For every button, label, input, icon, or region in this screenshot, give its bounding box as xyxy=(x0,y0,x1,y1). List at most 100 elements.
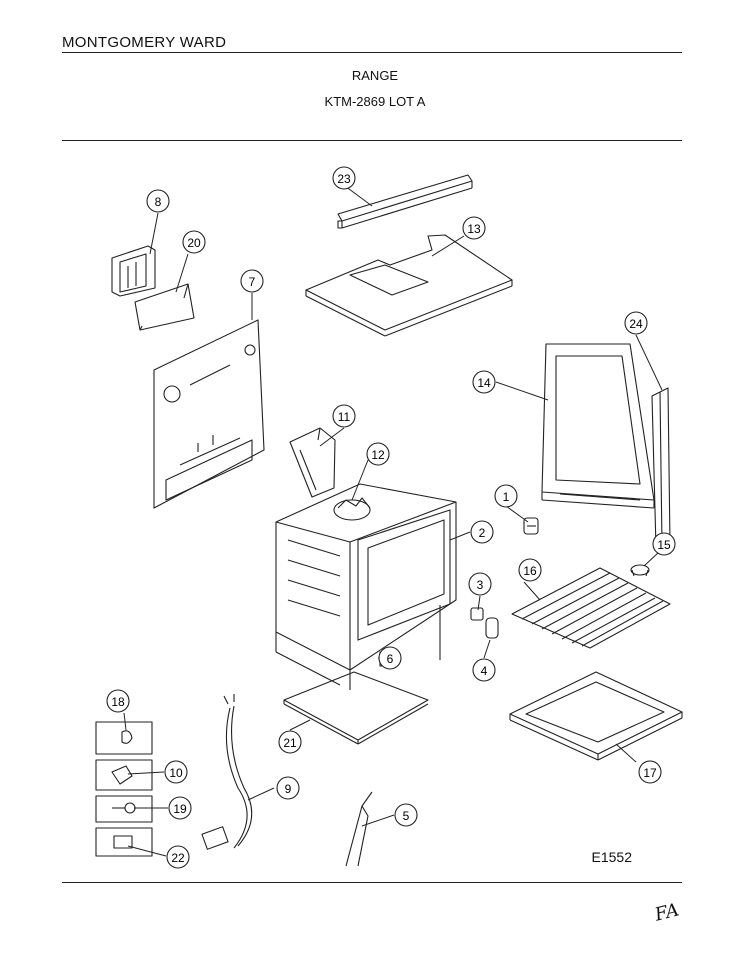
callout-12: 12 xyxy=(366,442,390,466)
callout-number: 14 xyxy=(477,376,491,390)
callout-number: 4 xyxy=(481,664,488,678)
callout-number: 10 xyxy=(169,766,183,780)
part-13-top-panel xyxy=(305,234,513,337)
callout-2: 2 xyxy=(470,520,494,544)
part-15-knob xyxy=(630,564,650,577)
callout-4: 4 xyxy=(472,658,496,682)
callout-circle xyxy=(166,845,190,869)
part-5-clip xyxy=(345,791,373,867)
brand-name: MONTGOMERY WARD xyxy=(62,34,227,51)
callout-number: 12 xyxy=(371,448,385,462)
callout-16: 16 xyxy=(518,558,542,582)
model-number: KTM-2869 LOT A xyxy=(324,94,426,109)
callout-circle xyxy=(366,442,390,466)
callout-circle xyxy=(472,658,496,682)
part-9-power-cord xyxy=(201,694,253,850)
callout-21: 21 xyxy=(278,730,302,754)
callout-number: 6 xyxy=(387,652,394,666)
part-7-back-panel xyxy=(153,319,265,509)
callout-circle xyxy=(278,730,302,754)
callout-23: 23 xyxy=(332,166,356,190)
callout-number: 19 xyxy=(173,802,187,816)
callout-number: 8 xyxy=(155,195,162,209)
callout-5: 5 xyxy=(394,803,418,827)
callout-number: 21 xyxy=(283,736,297,750)
callout-circle xyxy=(106,689,130,713)
callout-circle xyxy=(168,796,192,820)
callout-number: 20 xyxy=(187,236,201,250)
callout-number: 7 xyxy=(249,275,256,289)
part-3-valve xyxy=(470,607,484,621)
callout-number: 1 xyxy=(503,490,510,504)
callout-24: 24 xyxy=(624,311,648,335)
callout-19: 19 xyxy=(168,796,192,820)
part-8-bracket xyxy=(111,245,156,297)
callout-15: 15 xyxy=(652,532,676,556)
part-11-vent-duct xyxy=(289,427,336,498)
callout-number: 3 xyxy=(477,578,484,592)
callout-1: 1 xyxy=(494,484,518,508)
callout-7: 7 xyxy=(240,269,264,293)
callout-number: 13 xyxy=(467,222,481,236)
part-14-door-frame xyxy=(541,343,655,509)
callout-circle xyxy=(472,370,496,394)
callout-14: 14 xyxy=(472,370,496,394)
callout-17: 17 xyxy=(638,760,662,784)
callout-20: 20 xyxy=(182,230,206,254)
part-21-bottom-plate xyxy=(283,671,429,745)
callout-number: 18 xyxy=(111,695,125,709)
part-4-bulb xyxy=(485,617,499,639)
part-1-knob xyxy=(523,517,539,535)
callout-circle xyxy=(332,166,356,190)
diagram-title: RANGE xyxy=(351,68,399,83)
callout-circle xyxy=(378,646,402,670)
callout-circle xyxy=(462,216,486,240)
leader-lines xyxy=(123,185,663,857)
callout-number: 17 xyxy=(643,766,657,780)
callout-number: 24 xyxy=(629,317,643,331)
callout-22: 22 xyxy=(166,845,190,869)
part-2-oven-body xyxy=(275,483,457,690)
part-17-broiler-pan xyxy=(509,671,683,761)
callout-circle xyxy=(164,760,188,784)
callout-circle xyxy=(468,572,492,596)
callout-circle xyxy=(494,484,518,508)
callout-number: 9 xyxy=(285,782,292,796)
top-rule xyxy=(62,52,682,53)
part-16-oven-rack xyxy=(511,567,671,649)
callout-8: 8 xyxy=(146,189,170,213)
callout-circle xyxy=(470,520,494,544)
part-19-hardware-box xyxy=(95,795,153,823)
part-20-small-panel xyxy=(134,283,195,331)
callout-number: 15 xyxy=(657,538,671,552)
callout-circle xyxy=(146,189,170,213)
part-22-hardware-box xyxy=(95,827,153,857)
callout-circle xyxy=(276,776,300,800)
part-10-hardware-box xyxy=(95,759,153,791)
callout-circle xyxy=(518,558,542,582)
callout-11: 11 xyxy=(332,404,356,428)
part-23-trim-strip xyxy=(337,174,473,229)
callout-number: 5 xyxy=(403,809,410,823)
callout-9: 9 xyxy=(276,776,300,800)
callout-3: 3 xyxy=(468,572,492,596)
callout-circle xyxy=(394,803,418,827)
callout-13: 13 xyxy=(462,216,486,240)
callout-18: 18 xyxy=(106,689,130,713)
callout-circle xyxy=(240,269,264,293)
footer-rule xyxy=(62,882,682,883)
callout-number: 2 xyxy=(479,526,486,540)
figure-code: E1552 xyxy=(591,849,632,865)
callout-circle xyxy=(624,311,648,335)
part-18-hardware-box xyxy=(95,721,153,755)
callout-6: 6 xyxy=(378,646,402,670)
callout-number: 22 xyxy=(171,851,185,865)
callout-circle xyxy=(332,404,356,428)
callout-number: 23 xyxy=(337,172,351,186)
callout-number: 11 xyxy=(338,410,351,424)
header-divider xyxy=(62,140,682,141)
callout-circle xyxy=(182,230,206,254)
callout-number: 16 xyxy=(523,564,537,578)
